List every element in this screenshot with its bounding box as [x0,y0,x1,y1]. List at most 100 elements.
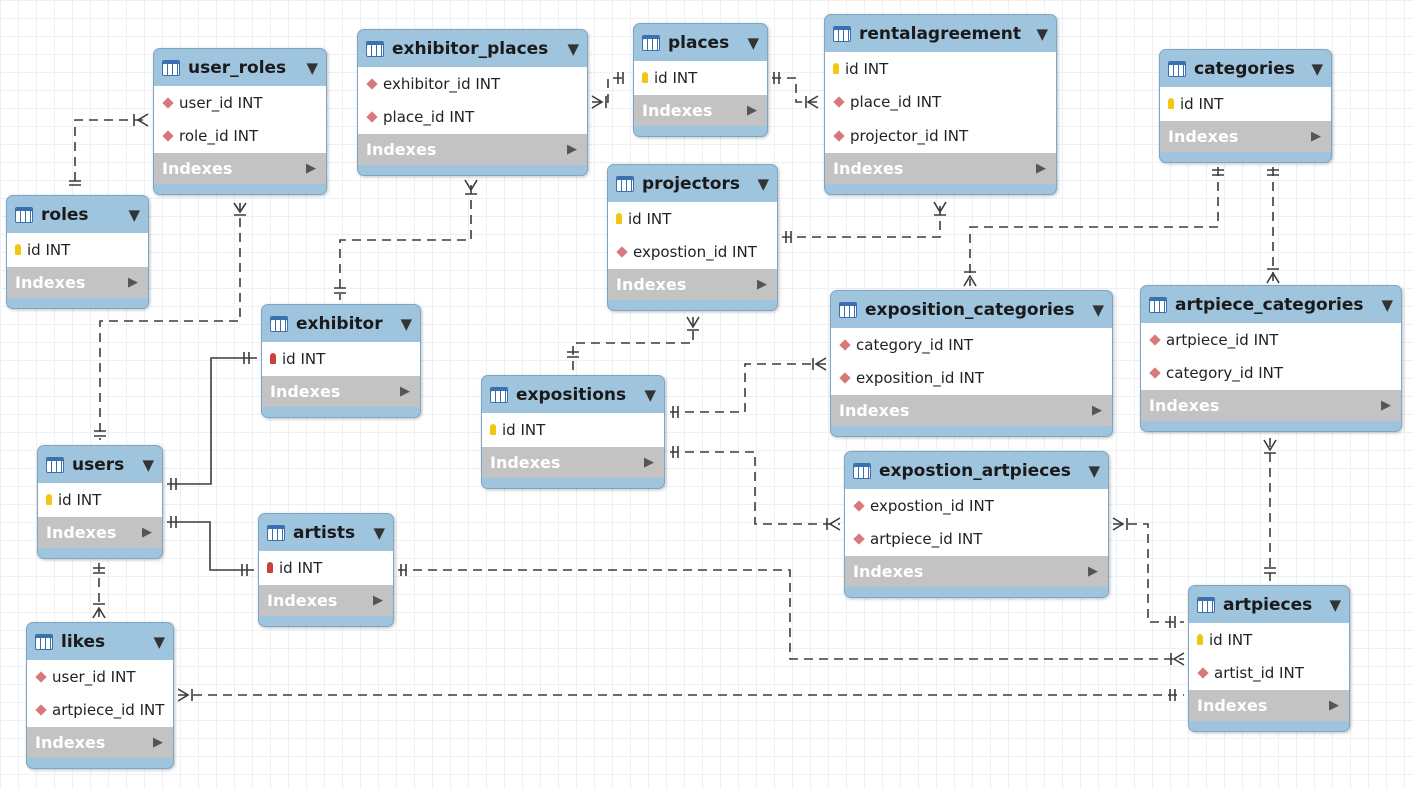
column-row[interactable]: id INT [259,551,393,585]
column-row[interactable]: exhibitor_id INT [358,67,587,101]
column-row[interactable]: expostion_id INT [845,489,1108,523]
collapse-caret-icon[interactable]: ▼ [1329,595,1341,614]
collapse-caret-icon[interactable]: ▼ [1092,300,1104,319]
column-row[interactable]: artpiece_id INT [1141,323,1401,357]
collapse-caret-icon[interactable]: ▼ [142,455,154,474]
indexes-section[interactable]: Indexes▶ [358,134,587,165]
table-header[interactable]: exposition_categories▼ [831,291,1112,328]
column-row[interactable]: user_id INT [27,660,173,694]
table-header[interactable]: artpieces▼ [1189,586,1349,623]
indexes-section[interactable]: Indexes▶ [1160,120,1331,152]
table-header[interactable]: roles▼ [7,196,148,233]
expand-arrow-icon[interactable]: ▶ [1036,160,1046,176]
table-header[interactable]: categories▼ [1160,50,1331,87]
indexes-section[interactable]: Indexes▶ [482,446,664,478]
table-header[interactable]: artpiece_categories▼ [1141,286,1401,323]
indexes-section[interactable]: Indexes▶ [259,584,393,616]
collapse-caret-icon[interactable]: ▼ [1381,295,1393,314]
indexes-section[interactable]: Indexes▶ [831,395,1112,426]
table-header[interactable]: exhibitor_places▼ [358,30,587,67]
column-row[interactable]: expostion_id INT [608,236,777,270]
table-header[interactable]: artists▼ [259,514,393,551]
expand-arrow-icon[interactable]: ▶ [757,277,767,292]
indexes-section[interactable]: Indexes▶ [634,94,767,126]
collapse-caret-icon[interactable]: ▼ [373,523,385,542]
indexes-section[interactable]: Indexes▶ [262,375,420,407]
column-row[interactable]: place_id INT [358,101,587,135]
column-row[interactable]: id INT [608,202,777,236]
expand-arrow-icon[interactable]: ▶ [747,102,757,118]
column-row[interactable]: role_id INT [154,120,326,154]
table-header[interactable]: rentalagreement▼ [825,15,1056,52]
expand-arrow-icon[interactable]: ▶ [1088,564,1098,579]
column-row[interactable]: id INT [825,52,1056,86]
indexes-section[interactable]: Indexes▶ [38,516,162,548]
expand-arrow-icon[interactable]: ▶ [373,592,383,608]
collapse-caret-icon[interactable]: ▼ [1311,59,1323,78]
column-row[interactable]: projector_id INT [825,119,1056,153]
collapse-caret-icon[interactable]: ▼ [567,39,579,58]
column-row[interactable]: id INT [38,483,162,517]
table-header[interactable]: expostion_artpieces▼ [845,452,1108,489]
column-row[interactable]: id INT [1189,623,1349,657]
column-row[interactable]: id INT [482,413,664,447]
expand-arrow-icon[interactable]: ▶ [306,161,316,176]
indexes-section[interactable]: Indexes▶ [825,152,1056,184]
table-header[interactable]: places▼ [634,24,767,61]
column-row[interactable]: id INT [1160,87,1331,121]
collapse-caret-icon[interactable]: ▼ [400,314,412,333]
collapse-caret-icon[interactable]: ▼ [747,33,759,52]
table-header[interactable]: users▼ [38,446,162,483]
expand-arrow-icon[interactable]: ▶ [1311,128,1321,144]
column-row[interactable]: user_id INT [154,86,326,120]
expand-arrow-icon[interactable]: ▶ [567,142,577,157]
indexes-section[interactable]: Indexes▶ [1141,390,1401,421]
column-row[interactable]: artpiece_id INT [845,523,1108,557]
column-row[interactable]: place_id INT [825,86,1056,120]
collapse-caret-icon[interactable]: ▼ [128,205,140,224]
indexes-section[interactable]: Indexes▶ [845,556,1108,587]
collapse-caret-icon[interactable]: ▼ [1088,461,1100,480]
column-row[interactable]: exposition_id INT [831,362,1112,396]
expand-arrow-icon[interactable]: ▶ [1381,398,1391,413]
column-row[interactable]: category_id INT [831,328,1112,362]
indexes-section[interactable]: Indexes▶ [7,266,148,298]
indexes-section[interactable]: Indexes▶ [154,153,326,184]
expand-arrow-icon[interactable]: ▶ [153,735,163,750]
column-row[interactable]: id INT [634,61,767,95]
column-row[interactable]: id INT [262,342,420,376]
expand-arrow-icon[interactable]: ▶ [1092,403,1102,418]
table-header[interactable]: exhibitor▼ [262,305,420,342]
column-row[interactable]: artpiece_id INT [27,694,173,728]
indexes-section[interactable]: Indexes▶ [1189,690,1349,721]
table-header[interactable]: likes▼ [27,623,173,660]
column-row[interactable]: category_id INT [1141,357,1401,391]
column-row[interactable]: artist_id INT [1189,657,1349,691]
table-header[interactable]: expositions▼ [482,376,664,413]
expand-arrow-icon[interactable]: ▶ [128,274,138,290]
indexes-section[interactable]: Indexes▶ [27,727,173,758]
column-row[interactable]: id INT [7,233,148,267]
collapse-caret-icon[interactable]: ▼ [757,174,769,193]
indexes-section[interactable]: Indexes▶ [608,269,777,300]
expand-arrow-icon[interactable]: ▶ [400,383,410,399]
collapse-caret-icon[interactable]: ▼ [644,385,656,404]
table-header[interactable]: projectors▼ [608,165,777,202]
collapse-caret-icon[interactable]: ▼ [306,58,318,77]
